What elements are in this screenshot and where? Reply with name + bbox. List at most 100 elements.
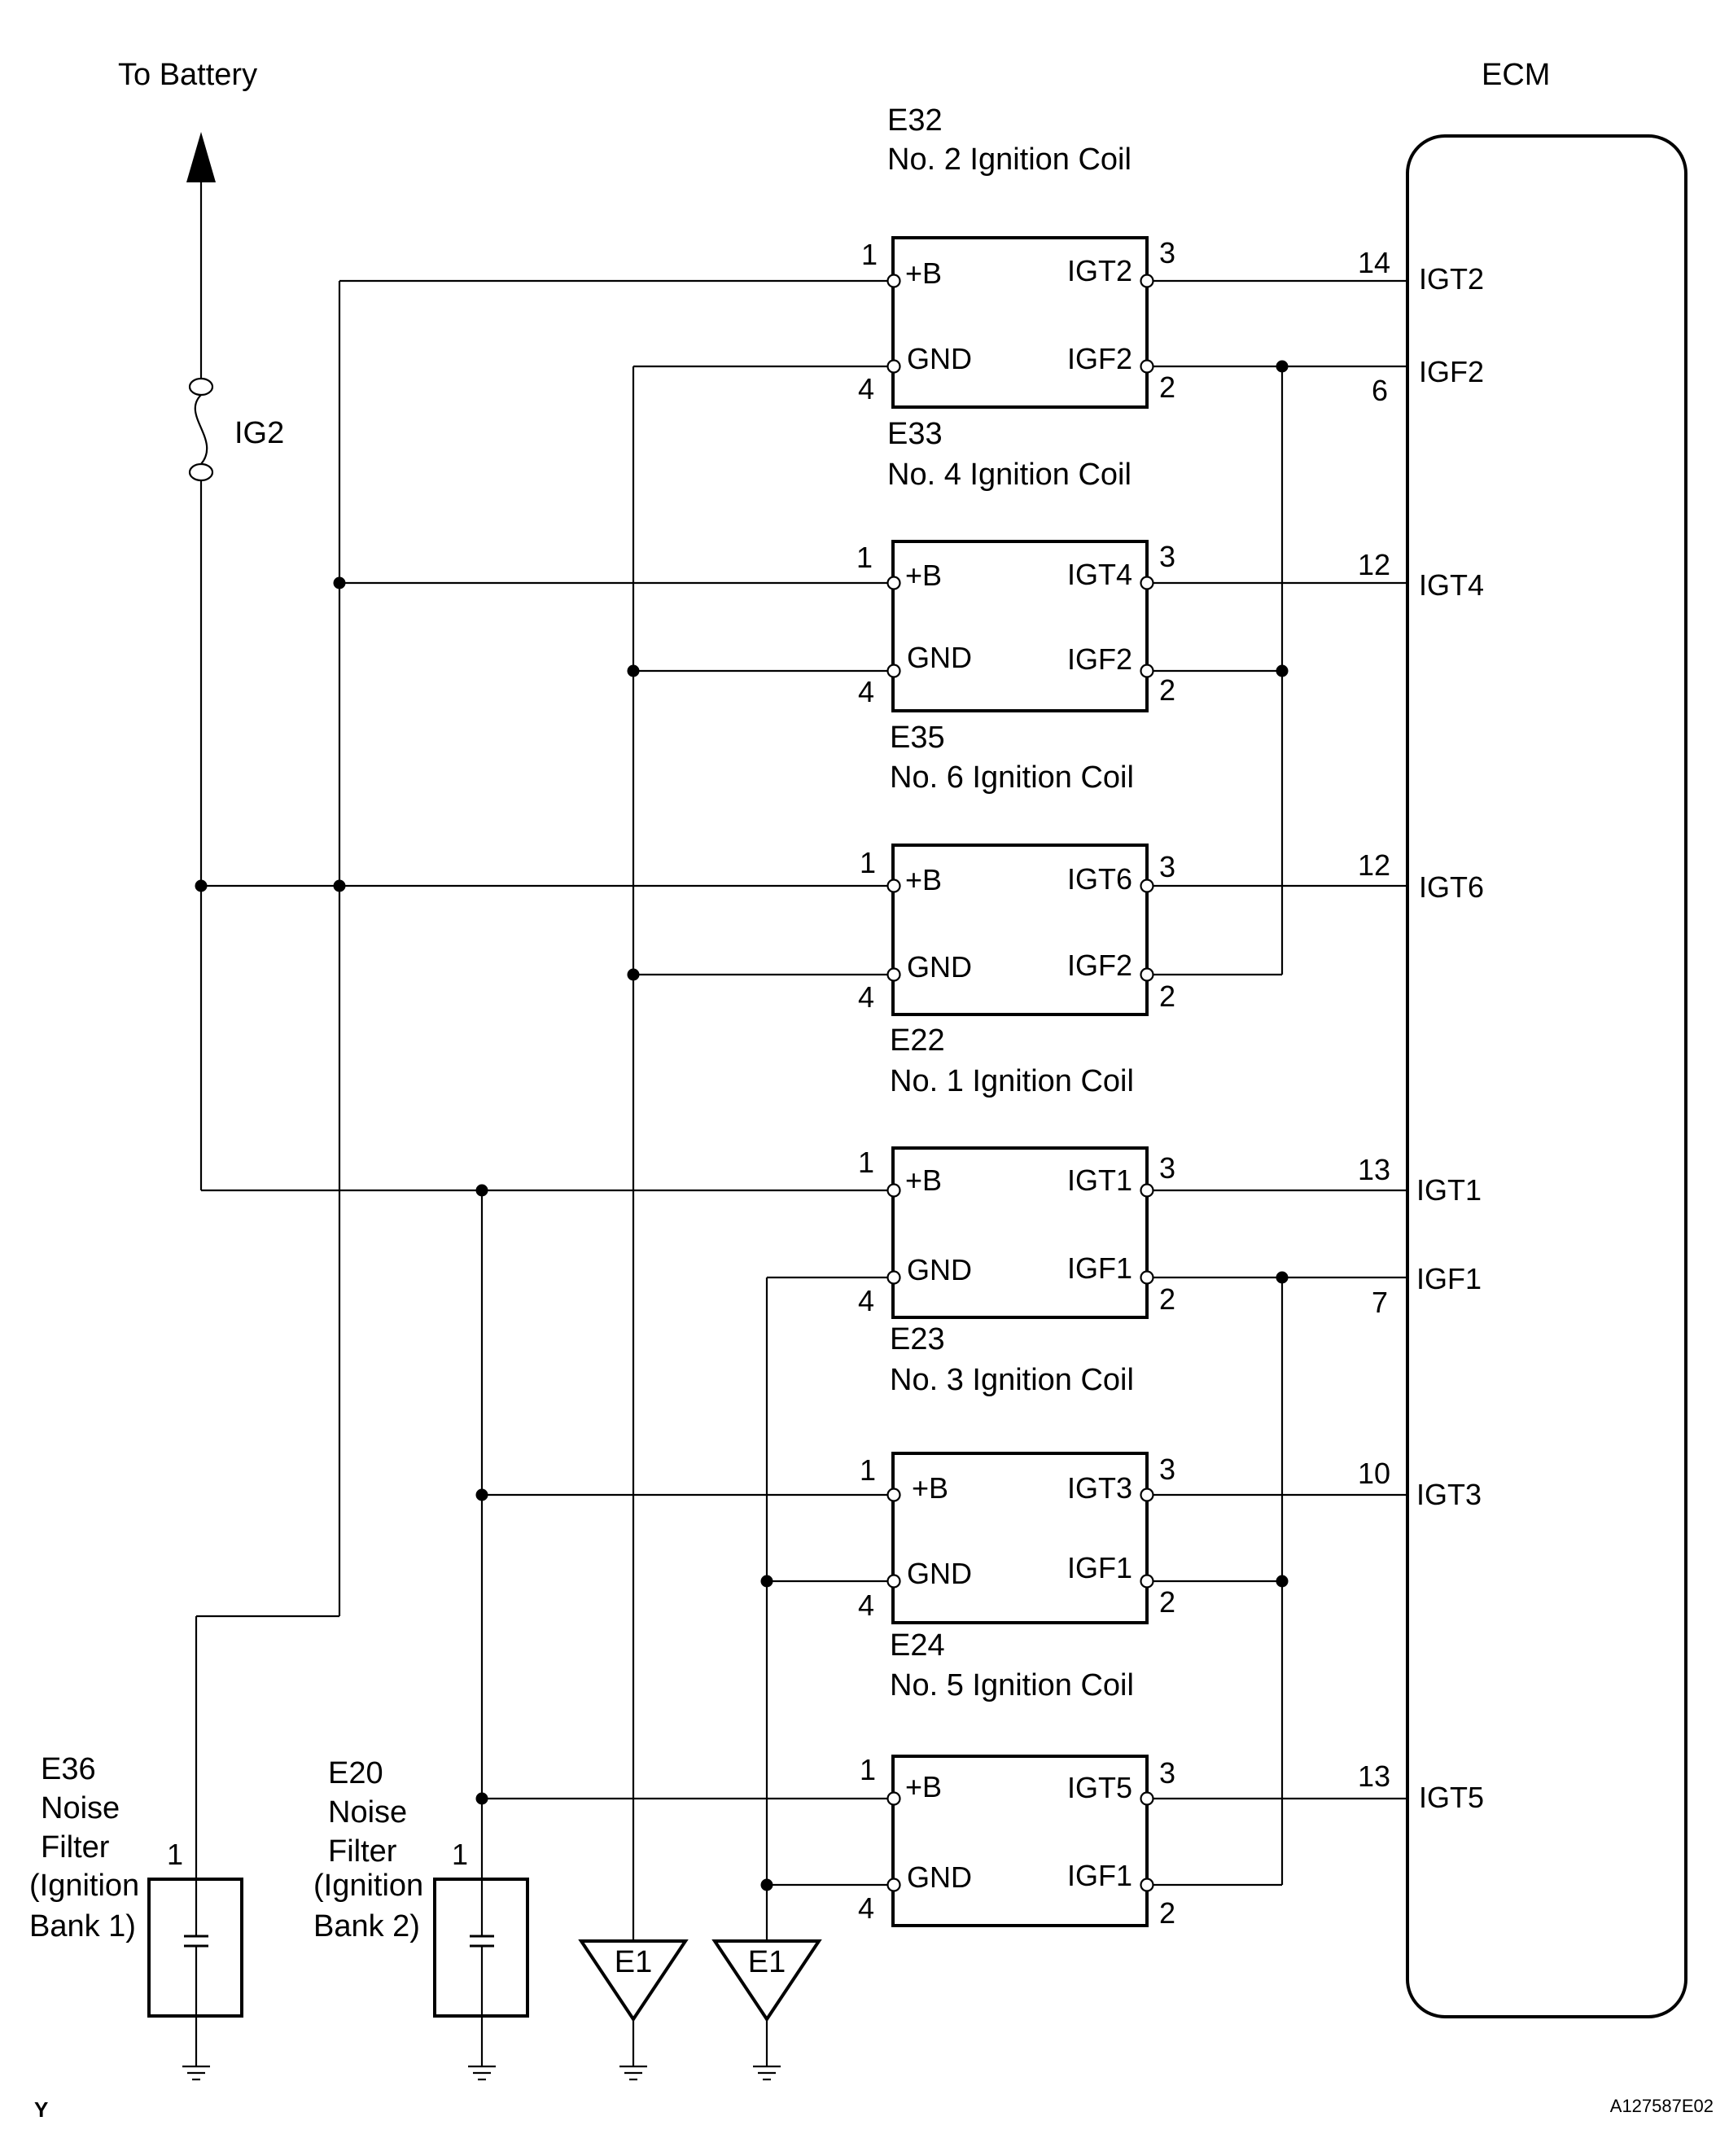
svg-text:IGF1: IGF1 [1067,1251,1132,1285]
ecm-pin-igt4: IGT4 [1419,568,1484,602]
svg-text:+B: +B [905,863,942,896]
svg-text:13: 13 [1358,1759,1390,1793]
coil-name: No. 5 Ignition Coil [890,1668,1134,1702]
svg-text:Bank 1): Bank 1) [29,1909,136,1943]
noise-filter-e20: E20 Noise Filter (Ignition Bank 2) 1 [313,1756,529,2018]
coil-code: E22 [890,1023,945,1058]
ecm-block [1406,134,1687,2018]
ecm-pins: 14 IGT2 6 IGF2 12 IGT4 12 IGT6 13 IGT1 7… [1358,246,1484,1814]
svg-text:7: 7 [1372,1286,1388,1319]
svg-text:1: 1 [860,1753,876,1786]
svg-text:10: 10 [1358,1457,1390,1490]
svg-text:Noise: Noise [328,1795,407,1830]
svg-text:2: 2 [1159,979,1175,1013]
svg-text:+B: +B [905,1770,942,1803]
svg-text:E1: E1 [615,1945,652,1979]
svg-text:4: 4 [858,372,874,405]
svg-text:12: 12 [1358,848,1390,882]
ground-e1-right: E1 [711,1939,822,2081]
svg-text:2: 2 [1159,1585,1175,1619]
svg-text:(Ignition: (Ignition [313,1869,423,1903]
svg-text:1: 1 [167,1838,183,1871]
coil-code: E33 [887,417,943,451]
ecm-pin-igt1: IGT1 [1416,1173,1482,1207]
noise-filter-e36: E36 Noise Filter (Ignition Bank 1) 1 [29,1752,243,2018]
coil-name: No. 6 Ignition Coil [890,760,1134,795]
coil-e22: E22 No. 1 Ignition Coil +B GND IGT1 IGF1… [858,1023,1175,1319]
svg-text:2: 2 [1159,1282,1175,1316]
ecm-pin-igt3: IGT3 [1416,1478,1482,1511]
svg-text:13: 13 [1358,1153,1390,1186]
svg-text:IGT3: IGT3 [1067,1471,1132,1505]
svg-text:4: 4 [858,1284,874,1317]
svg-text:IGF2: IGF2 [1067,642,1132,676]
svg-text:E20: E20 [328,1756,383,1790]
fuse-icon [188,377,214,482]
svg-text:+B: +B [905,1163,942,1197]
svg-text:IGF2: IGF2 [1067,342,1132,375]
coil-code: E24 [890,1628,945,1663]
coil-e23: E23 No. 3 Ignition Coil +B GND IGT3 IGF1… [858,1322,1175,1624]
battery-arrow-icon [186,132,216,182]
svg-text:3: 3 [1159,1151,1175,1185]
svg-text:4: 4 [858,980,874,1014]
svg-text:+B: +B [912,1471,948,1505]
battery-label: To Battery [118,58,257,92]
svg-text:6: 6 [1372,374,1388,407]
svg-text:Bank 2): Bank 2) [313,1909,420,1943]
coil-e35: E35 No. 6 Ignition Coil +B GND IGT6 IGF2… [858,721,1175,1016]
coil-code: E32 [887,103,943,138]
coil-name: No. 1 Ignition Coil [890,1064,1134,1098]
fuse-label: IG2 [234,416,284,450]
coil-code: E23 [890,1322,945,1356]
corner-mark: Y [34,2097,48,2122]
coil-name: No. 2 Ignition Coil [887,142,1132,177]
svg-text:1: 1 [860,846,876,879]
ecm-pin-igf1: IGF1 [1416,1262,1482,1295]
svg-text:GND: GND [907,641,972,674]
svg-text:1: 1 [858,1146,874,1179]
svg-text:3: 3 [1159,1453,1175,1486]
coil-name: No. 4 Ignition Coil [887,458,1132,492]
svg-text:1: 1 [856,541,873,574]
svg-text:IGT2: IGT2 [1067,254,1132,287]
svg-text:GND: GND [907,950,972,984]
svg-text:GND: GND [907,342,972,375]
junction-dots [195,360,1289,1891]
svg-text:Filter: Filter [328,1834,397,1869]
ecm-pin-igt2: IGT2 [1419,262,1484,296]
svg-text:IGF2: IGF2 [1067,949,1132,982]
svg-text:(Ignition: (Ignition [29,1869,139,1903]
svg-text:IGT1: IGT1 [1067,1163,1132,1197]
svg-text:GND: GND [907,1253,972,1286]
svg-text:4: 4 [858,1891,874,1925]
figure-id: A127587E02 [1610,2096,1714,2116]
svg-text:E36: E36 [41,1752,96,1786]
svg-text:GND: GND [907,1557,972,1590]
svg-text:Filter: Filter [41,1830,110,1865]
coil-e24: E24 No. 5 Ignition Coil +B GND IGT5 IGF1… [858,1628,1175,1930]
svg-text:14: 14 [1358,246,1390,279]
coil-name: No. 3 Ignition Coil [890,1363,1134,1397]
svg-text:+B: +B [905,256,942,290]
ground-e1-left: E1 [578,1939,689,2081]
svg-text:IGT4: IGT4 [1067,558,1132,591]
svg-text:1: 1 [861,238,878,271]
svg-text:12: 12 [1358,548,1390,581]
svg-text:4: 4 [858,1589,874,1622]
svg-text:IGF1: IGF1 [1067,1551,1132,1584]
svg-text:3: 3 [1159,236,1175,270]
svg-text:IGT6: IGT6 [1067,862,1132,896]
svg-text:2: 2 [1159,1896,1175,1930]
coil-e33: E33 No. 4 Ignition Coil +B GND IGT4 IGF2… [856,417,1175,712]
ecm-pin-igf2: IGF2 [1419,355,1484,388]
svg-text:+B: +B [905,559,942,592]
svg-text:3: 3 [1159,850,1175,883]
ground-icon [468,2016,496,2081]
svg-text:Noise: Noise [41,1791,120,1825]
svg-text:2: 2 [1159,370,1175,404]
ecm-title: ECM [1482,58,1550,92]
ground-icon [182,2016,210,2081]
coil-code: E35 [890,721,945,755]
